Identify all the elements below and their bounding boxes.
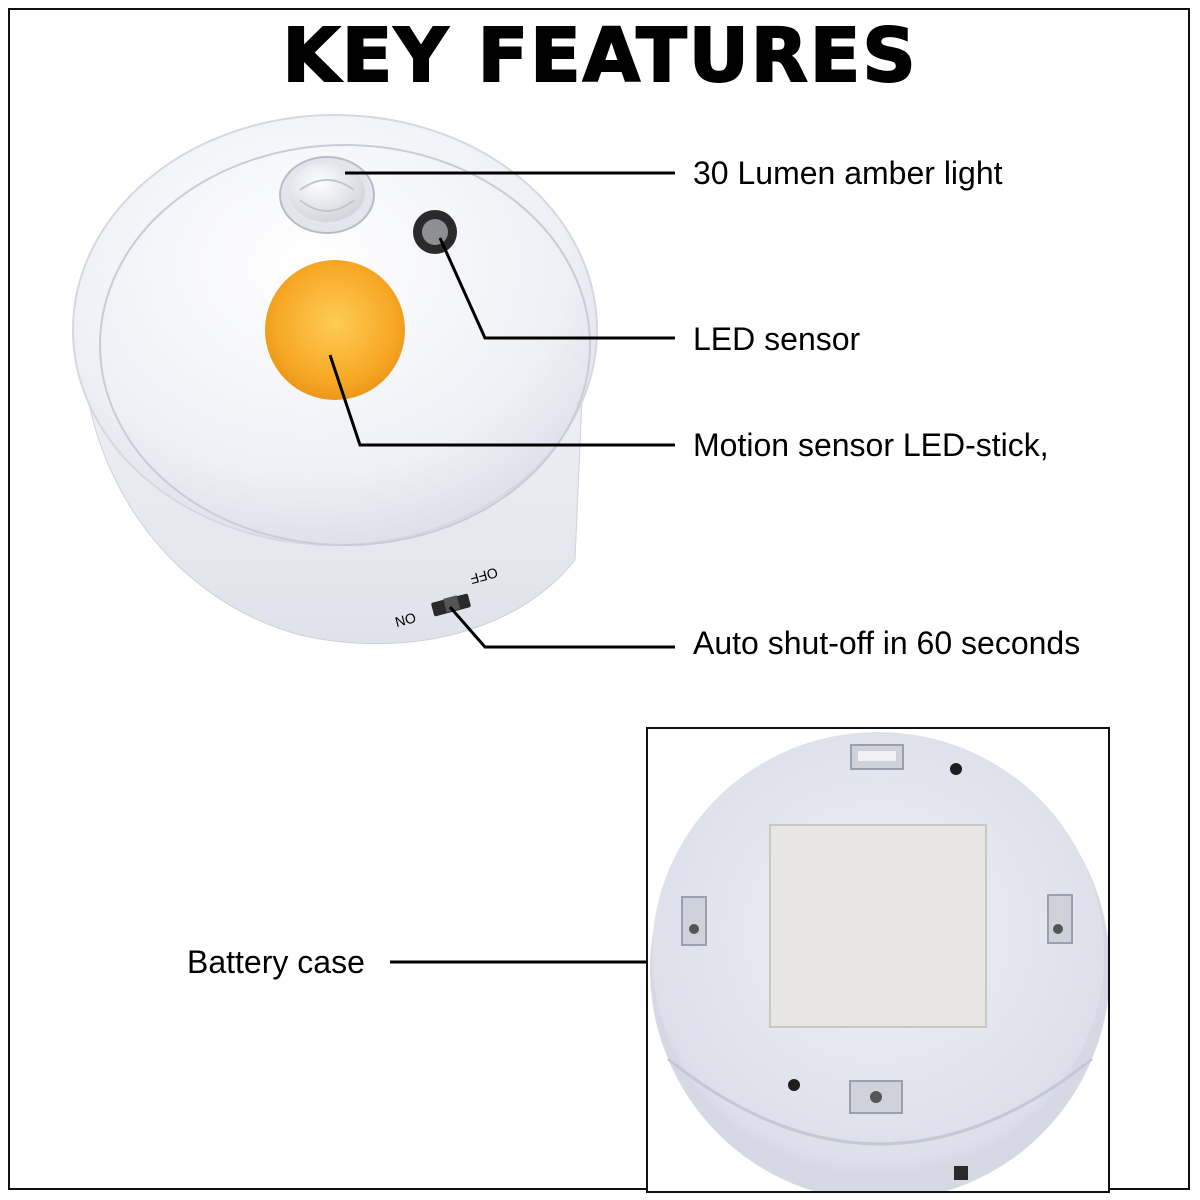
underside-inset: [646, 727, 1110, 1193]
label-auto-shutoff: Auto shut-off in 60 seconds: [693, 625, 1081, 661]
underside-illustration: [650, 732, 1108, 1191]
callout-line-led: [438, 237, 675, 340]
right-clip-icon: [1047, 894, 1073, 944]
callout-line-shutoff: [448, 606, 675, 649]
page-title: KEY FEATURES: [281, 13, 918, 99]
screw-hole-icon: [788, 1079, 800, 1091]
label-motion-sensor: Motion sensor LED-stick,: [693, 427, 1049, 463]
underside-switch-icon: [954, 1166, 968, 1180]
bottom-clip-icon: [849, 1080, 903, 1114]
screw-hole-icon: [950, 763, 962, 775]
amber-light-lens: [265, 260, 405, 400]
power-switch-icon: [431, 593, 471, 617]
left-clip-icon: [681, 896, 707, 946]
battery-cover: [769, 824, 987, 1028]
callout-line-motion: [328, 354, 675, 447]
label-battery-case: Battery case: [187, 944, 365, 980]
pir-dome-icon: [279, 156, 375, 234]
light-inner-rim: [99, 144, 591, 546]
top-clip-icon: [850, 744, 904, 770]
label-amber-light: 30 Lumen amber light: [693, 155, 1003, 191]
outer-frame: [8, 8, 1190, 1190]
led-sensor-icon: [413, 210, 457, 254]
label-led-sensor: LED sensor: [693, 321, 861, 357]
